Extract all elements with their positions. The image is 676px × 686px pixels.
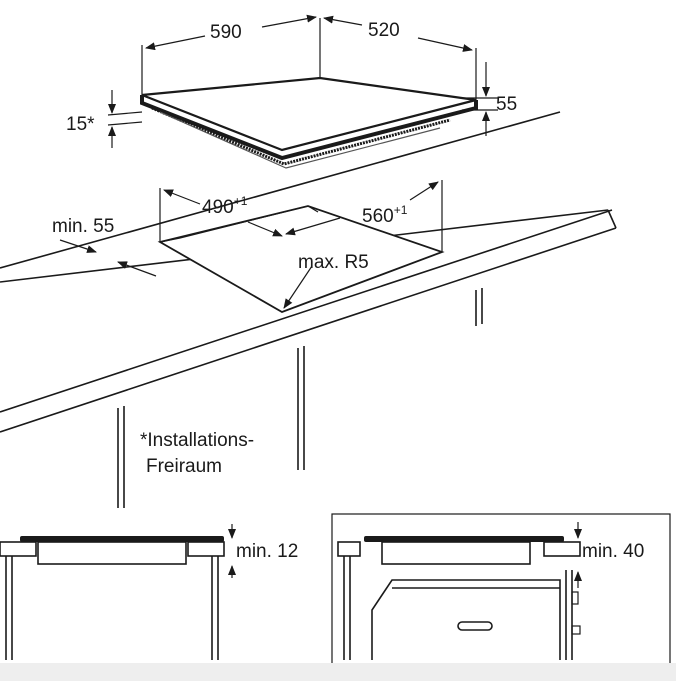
dim-arrow-590-right [261, 14, 317, 28]
hob-glass-top [141, 76, 477, 152]
ext-line-15-bottom [107, 121, 143, 126]
left-worktop-section-a [0, 541, 37, 557]
worktop-front-edge [0, 209, 613, 413]
label-cutout-560: 560+1 [362, 203, 408, 227]
footnote-line2: Freiraum [146, 456, 222, 477]
right-hob-body [381, 541, 531, 565]
side-view-left: min. 12 [0, 524, 298, 660]
oven-handle-icon [457, 621, 493, 631]
dim-arrow-520-left [323, 15, 363, 26]
dim-arrow-560-left [285, 217, 341, 236]
worktop-right-end [607, 209, 617, 229]
left-hob-glass [20, 536, 224, 542]
left-worktop-section-b [187, 541, 225, 557]
hob-body-shade [159, 111, 441, 169]
side-view-right: min. 40 [331, 513, 671, 665]
right-worktop-section-b [543, 541, 581, 557]
left-hob-body [37, 541, 187, 565]
worktop-back-edge [0, 111, 561, 269]
hob-illustration: 590 520 55 15* [66, 14, 517, 169]
oven-knob-2-icon [571, 625, 581, 635]
right-hob-glass [364, 536, 564, 542]
dim-arrow-min55-bottom [117, 261, 157, 277]
label-depth-520: 520 [368, 20, 400, 41]
dim-arrow-r5 [283, 265, 313, 309]
label-gap-15: 15* [66, 114, 95, 135]
worktop-illustration: 490+1 560+1 min. 55 max. R5 *Installatio… [0, 111, 617, 508]
label-width-590: 590 [210, 22, 242, 43]
dim-arrow-520-right [417, 37, 473, 52]
label-cutout-490: 490+1 [202, 194, 248, 218]
right-worktop-section-a [337, 541, 361, 557]
label-corner-r5: max. R5 [298, 252, 369, 273]
footnote-line1: *Installations- [140, 430, 254, 451]
label-front-min55: min. 55 [52, 216, 114, 237]
bottom-strip [0, 663, 676, 681]
label-height-55: 55 [496, 94, 517, 115]
dim-arrow-min55-top [59, 239, 97, 253]
oven-knob-1-icon [571, 591, 579, 605]
cutout-inner-edge [307, 205, 319, 213]
dim-arrow-560-right [409, 181, 439, 201]
oven-body [371, 579, 561, 660]
ext-line-15-top [107, 111, 143, 116]
dim-arrow-490-right [247, 221, 283, 237]
cutout-inner-back [159, 205, 309, 243]
dim-arrow-490-left [163, 189, 201, 205]
label-clearance-min40: min. 40 [582, 541, 644, 562]
hob-frame [140, 95, 478, 161]
label-clearance-min12: min. 12 [236, 541, 298, 562]
worktop-lower-front-edge [0, 227, 617, 433]
dim-arrow-590-left [145, 35, 206, 51]
